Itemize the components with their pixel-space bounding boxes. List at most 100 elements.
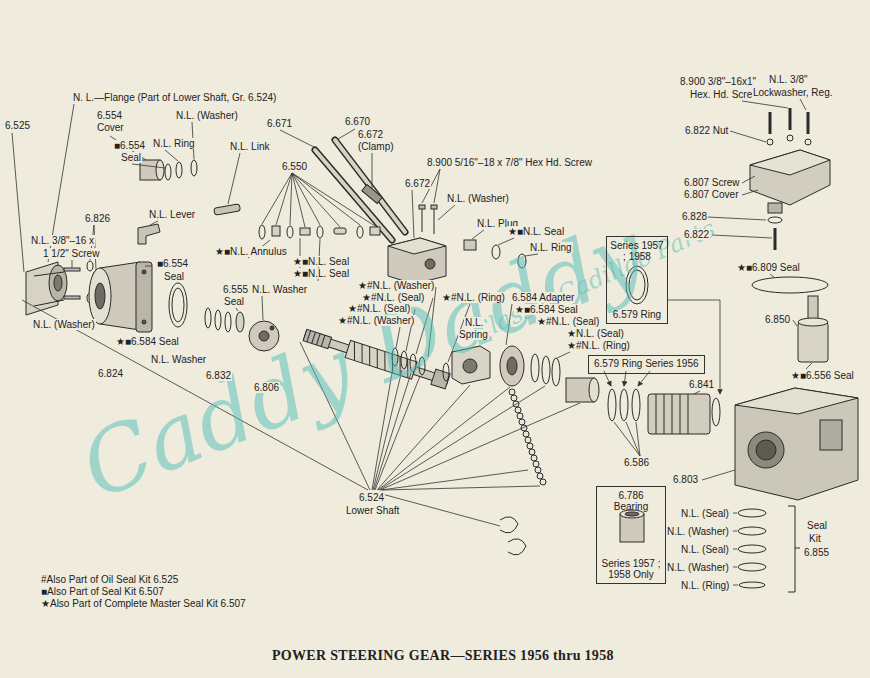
leader-lines-shape <box>150 221 158 225</box>
adapter-6-584-shape <box>500 346 524 386</box>
callout-label: ★#N.L. (Seal) <box>536 316 600 327</box>
cover-6-807-shape <box>787 135 793 141</box>
cover-6-554 <box>140 160 197 180</box>
callout-label: N.L. <box>464 317 484 328</box>
callout-label: Hex. Hd. Screw <box>689 89 760 100</box>
washers-6-832-shape <box>205 308 211 328</box>
callout-label: ★#N.L. (Seal) <box>347 303 411 314</box>
rack-piston-6-841-shape <box>656 394 688 434</box>
washers-6-826-shape <box>87 261 93 271</box>
leader-lines-shape <box>742 190 758 195</box>
leader-lines-shape <box>262 296 263 320</box>
valve-body-6-672-shape <box>431 205 437 209</box>
housing-6-803-shape <box>820 420 842 450</box>
seal-kit-rings-shape <box>738 545 766 553</box>
cover-6-554-shape <box>165 164 171 180</box>
callout-label: ★#N.L. (Seal) <box>361 292 425 303</box>
seal-kit-rings <box>738 506 800 592</box>
callout-label: N. L.—Flange (Part of Lower Shaft, Gr. 6… <box>72 92 277 103</box>
flange-shape <box>54 275 62 291</box>
callout-label: N.L. Link <box>229 141 270 152</box>
housing-6-803 <box>735 388 858 500</box>
callout-label: 6.671 <box>266 118 293 129</box>
seal-ring-6-584 <box>169 283 187 327</box>
valve-body-6-672 <box>388 205 446 284</box>
callout-label: 6.832 <box>205 370 232 381</box>
washers-6-832-shape <box>215 310 221 330</box>
callout-label: 6.850 <box>764 314 791 325</box>
balls-shape <box>515 407 521 413</box>
cover-6-807-shape <box>789 108 792 130</box>
balls-shape <box>519 419 525 425</box>
seal-kit-rings-shape <box>738 563 766 571</box>
callout-label: 8.900 5/16"–18 x 7/8" Hex Hd. Screw <box>426 157 593 168</box>
leader-lines-shape <box>372 153 373 188</box>
valve-body-6-672-shape <box>422 208 423 232</box>
leader-lines-shape <box>228 153 240 204</box>
ball-guide-6-586-shape <box>620 389 628 421</box>
callout-label: 6.855 <box>803 547 830 558</box>
flange-shape <box>34 272 64 276</box>
callout-label: N.L. 3/8"–16 x <box>30 235 95 246</box>
box-text: Series 1957 ; 1958 <box>610 240 664 262</box>
callout-label: N.L. (Washer) <box>175 110 239 121</box>
balls-shape <box>511 395 517 401</box>
adapter-6-584-shape <box>542 356 550 384</box>
valve-6-850-shape <box>798 318 828 326</box>
box-text: 6.579 Ring <box>613 309 661 320</box>
callout-label: #Also Part of Oil Seal Kit 6.525 <box>40 574 179 585</box>
callout-label: (Clamp) <box>357 141 395 152</box>
leader-lines-shape <box>712 235 772 238</box>
balls-shape <box>523 431 529 437</box>
callout-label: N.L. (Washer) <box>32 319 96 330</box>
callout-label: 6.807 Screw <box>683 177 741 188</box>
leader-lines-shape <box>708 217 766 220</box>
balls-shape <box>529 449 535 455</box>
callout-label: 6.822 <box>683 229 710 240</box>
parts-6-550-shape <box>317 226 323 238</box>
leader-lines-shape <box>145 266 152 267</box>
valve-6-850 <box>752 277 828 362</box>
callout-label: ★#N.L. (Washer) <box>337 315 415 326</box>
balls-shape <box>533 461 539 467</box>
callout-label: N.L. (Seal) <box>680 544 730 555</box>
leader-lines-shape <box>730 131 766 142</box>
framed-box: Series 1957 ; 1958 6.579 Ring <box>606 236 668 324</box>
housing-6-824-shape <box>89 268 111 324</box>
balls-shape <box>535 467 541 473</box>
balls-shape <box>508 539 526 555</box>
callout-label: ★■N.L. Seal <box>292 268 350 279</box>
balls-shape <box>531 455 537 461</box>
callout-label: ★■N.L. Seal <box>292 256 350 267</box>
valve-body-6-672-shape <box>419 205 425 209</box>
leader-lines-shape <box>72 260 73 268</box>
plug-seal-ring-shape <box>464 240 476 250</box>
ball-guide-6-586-shape <box>632 389 640 421</box>
callout-label: 6.826 <box>84 213 111 224</box>
callout-label: Lower Shaft <box>345 505 400 516</box>
adapter-6-584 <box>500 346 560 386</box>
parts-6-550-shape <box>334 228 346 234</box>
leader-lines-shape <box>733 513 738 585</box>
callout-label: N.L. Lever <box>148 209 196 220</box>
callout-label: N.L. (Washer) <box>666 526 730 537</box>
callout-label: 6.550 <box>281 161 308 172</box>
balls-shape <box>517 413 523 419</box>
rack-piston-6-841-shape <box>648 394 710 434</box>
callout-label: Lockwasher, Reg. <box>752 87 834 98</box>
callout-label: N.L. Washer <box>251 284 308 295</box>
flange-shape <box>64 268 80 271</box>
diagram-title: POWER STEERING GEAR—SERIES 1956 thru 195… <box>272 648 614 664</box>
balls-shape <box>537 473 543 479</box>
valve-6-850-shape <box>752 277 828 293</box>
cover-6-807-shape <box>805 139 811 145</box>
seal-kit-rings-shape <box>788 506 800 592</box>
cover-6-807-shape <box>768 203 782 213</box>
callout-label: ★■6.556 Seal <box>790 370 855 381</box>
lever-and-link <box>138 204 240 244</box>
ball-guide-6-586-shape <box>589 378 599 402</box>
callout-label: 6.828 <box>681 211 708 222</box>
flange-shape <box>64 296 80 299</box>
adapter-6-584-shape <box>531 354 539 382</box>
